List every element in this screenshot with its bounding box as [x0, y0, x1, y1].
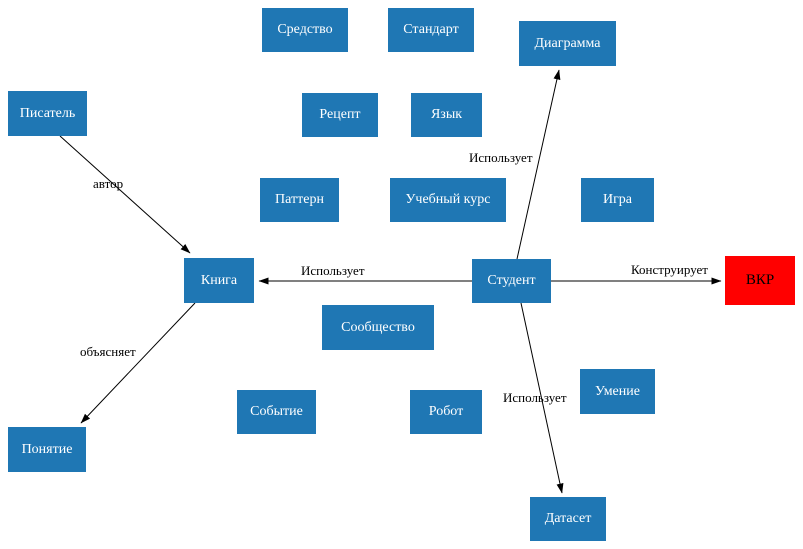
- node-yazyk: Язык: [411, 93, 482, 137]
- node-standart: Стандарт: [388, 8, 474, 52]
- edge-label-ispolzuet-kniga: Использует: [301, 263, 365, 278]
- node-dataset: Датасет: [530, 497, 606, 541]
- edge-pisatel-kniga: [59, 135, 191, 254]
- edge-label-obyasnyaet: объясняет: [80, 344, 136, 359]
- edge-label-konstruiruet: Конструирует: [631, 262, 708, 277]
- node-ponyatie: Понятие: [8, 427, 86, 472]
- node-uchebny-kurs: Учебный курс: [390, 178, 506, 222]
- node-diagramma: Диаграмма: [519, 21, 616, 66]
- node-umenie: Умение: [580, 369, 655, 414]
- node-student: Студент: [472, 259, 551, 303]
- edge-label-ispolzuet-diagramma: Использует: [469, 150, 533, 165]
- node-retsept: Рецепт: [302, 93, 378, 137]
- node-pisatel: Писатель: [8, 91, 87, 136]
- node-pattern: Паттерн: [260, 178, 339, 222]
- node-kniga: Книга: [184, 258, 254, 303]
- node-robot: Робот: [410, 390, 482, 434]
- edge-kniga-ponyatie: [80, 302, 196, 424]
- node-vkr: ВКР: [725, 256, 795, 305]
- node-soobshchestvo: Сообщество: [322, 305, 434, 350]
- edge-label-avtor: автор: [93, 176, 124, 191]
- edge-label-ispolzuet-dataset: Использует: [503, 390, 567, 405]
- node-sredstvo: Средство: [262, 8, 348, 52]
- node-sobytie: Событие: [237, 390, 316, 434]
- node-igra: Игра: [581, 178, 654, 222]
